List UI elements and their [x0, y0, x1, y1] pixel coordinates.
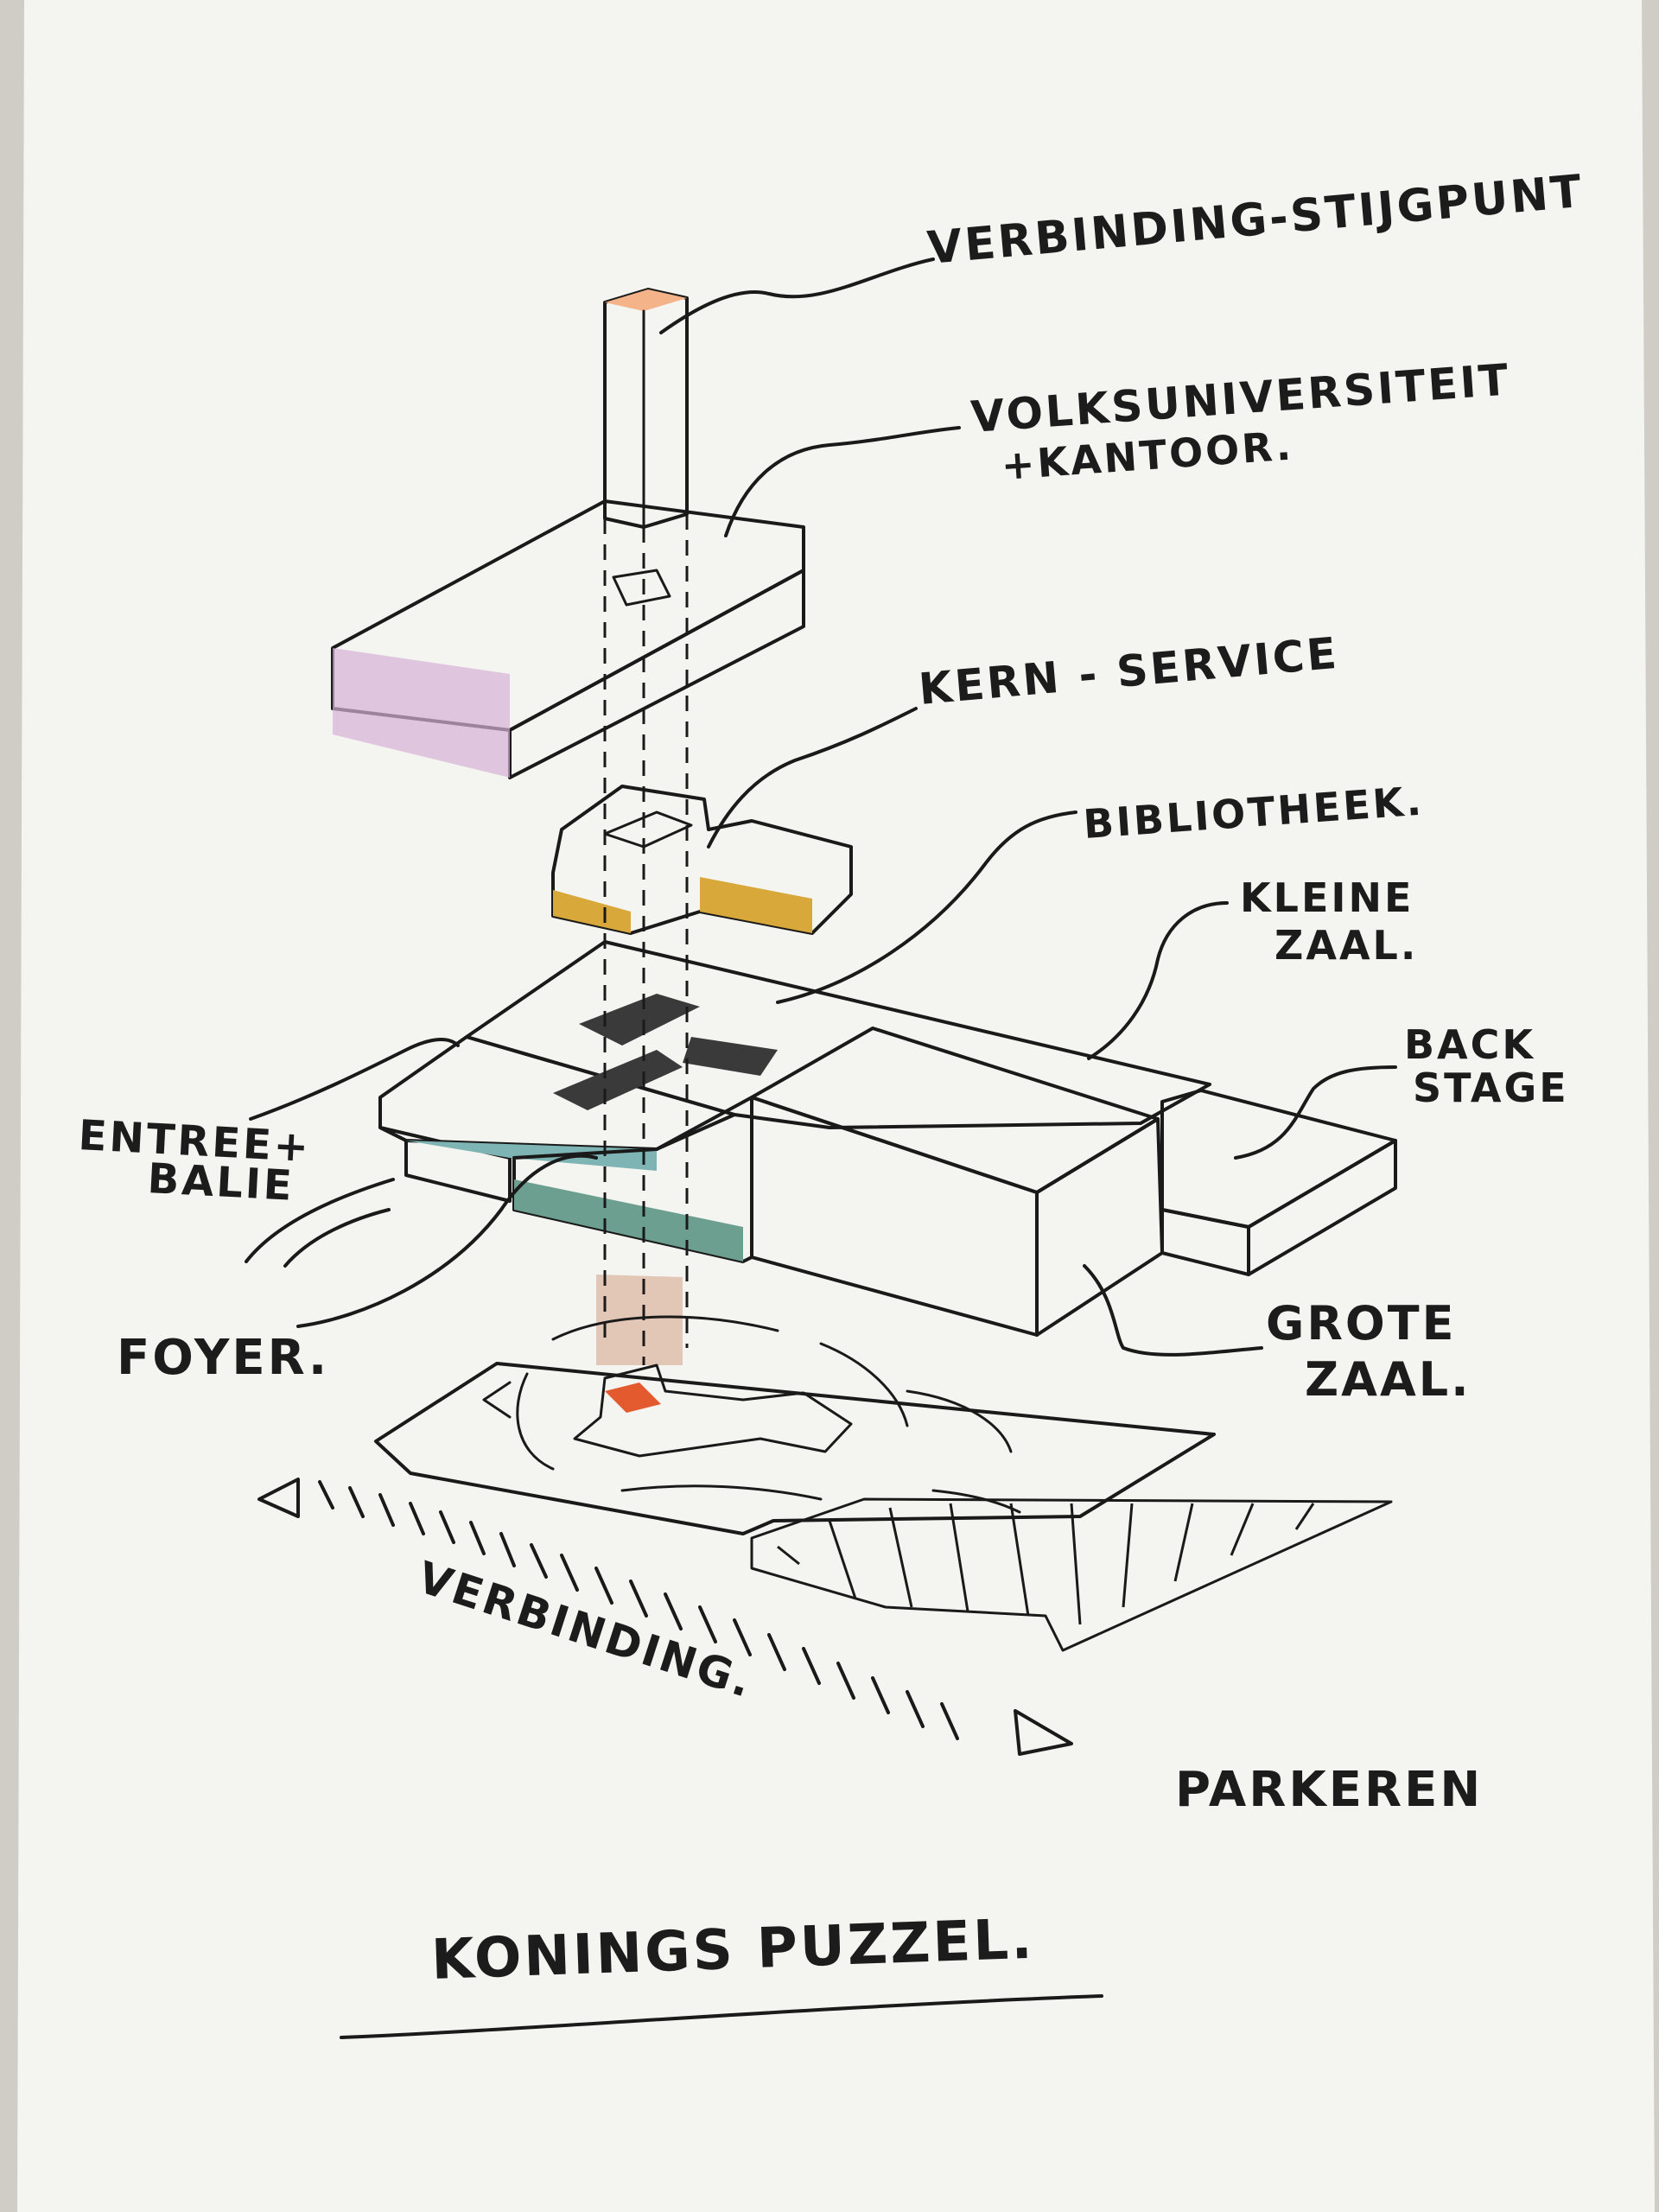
label-zaal-kleine: ZAAL.: [1274, 922, 1418, 969]
label-stage: STAGE: [1413, 1065, 1569, 1111]
label-grote: GROTE: [1266, 1296, 1457, 1351]
label-parkeren: PARKEREN: [1175, 1762, 1483, 1818]
paper-sheet: [17, 0, 1655, 2212]
label-zaal-grote: ZAAL.: [1305, 1352, 1471, 1407]
label-kleine: KLEINE: [1240, 874, 1414, 921]
label-balie: BALIE: [146, 1154, 296, 1211]
label-foyer: FOYER.: [117, 1330, 329, 1386]
label-back: BACK: [1404, 1021, 1535, 1068]
